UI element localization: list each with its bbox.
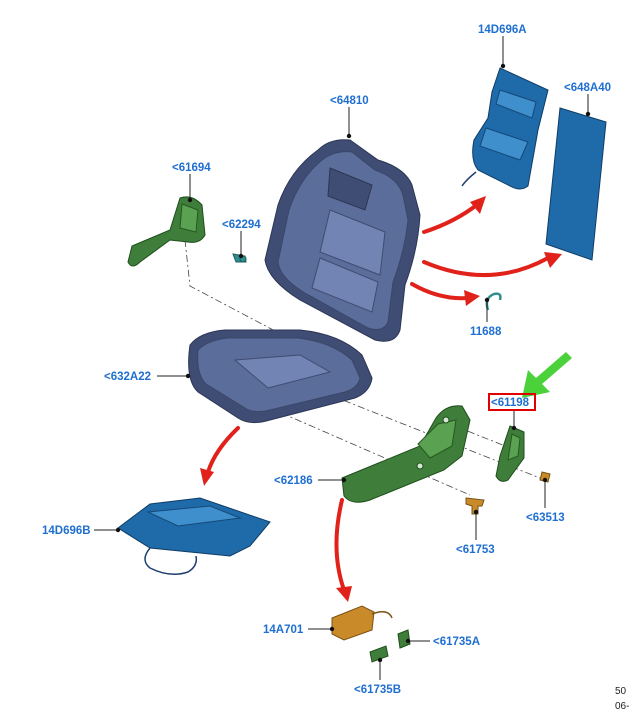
label-648A40[interactable]: <648A40 xyxy=(564,82,611,94)
label-14D696B[interactable]: 14D696B xyxy=(42,525,91,537)
part-14D696A-pad xyxy=(461,67,549,190)
leader-lines xyxy=(94,36,591,680)
label-14A701[interactable]: 14A701 xyxy=(263,624,304,636)
part-14A701-module xyxy=(331,605,393,641)
part-11688-hook xyxy=(485,292,502,311)
label-64810[interactable]: <64810 xyxy=(330,95,369,107)
label-14D696A[interactable]: 14D696A xyxy=(478,24,527,36)
footer-line-1: 50 xyxy=(615,686,627,697)
label-61735A[interactable]: <61735A xyxy=(433,636,480,648)
part-labels: 14D696A <648A40 <64810 <61694 <62294 116… xyxy=(42,24,611,696)
part-61735B-connector xyxy=(369,645,389,663)
label-63513[interactable]: <63513 xyxy=(526,512,565,524)
seat-cushion xyxy=(188,329,373,424)
label-61753[interactable]: <61753 xyxy=(456,544,495,556)
label-11688[interactable]: 11688 xyxy=(470,326,502,338)
label-61735B[interactable]: <61735B xyxy=(354,684,401,696)
label-62294[interactable]: <62294 xyxy=(222,219,261,231)
label-61694[interactable]: <61694 xyxy=(172,162,211,174)
part-63513-clip xyxy=(539,471,551,483)
part-648A40-panel xyxy=(545,107,607,261)
part-61198-bracket xyxy=(495,425,525,482)
part-14D696B-pad xyxy=(117,497,271,575)
footer-reference: 50 06- xyxy=(615,686,629,712)
label-62186[interactable]: <62186 xyxy=(274,475,313,487)
part-62186-frame xyxy=(341,405,471,503)
label-632A22[interactable]: <632A22 xyxy=(104,371,151,383)
footer-line-2: 06- xyxy=(615,701,629,712)
part-61735A-connector xyxy=(397,629,411,649)
part-61753-bracket xyxy=(465,497,485,515)
red-flow-arrows xyxy=(200,196,562,602)
part-61694-bracket xyxy=(127,196,206,267)
label-61198[interactable]: <61198 xyxy=(491,397,530,409)
seat-back-frame xyxy=(264,139,421,342)
highlight-box xyxy=(488,393,536,411)
green-pointer-arrow xyxy=(522,352,572,398)
